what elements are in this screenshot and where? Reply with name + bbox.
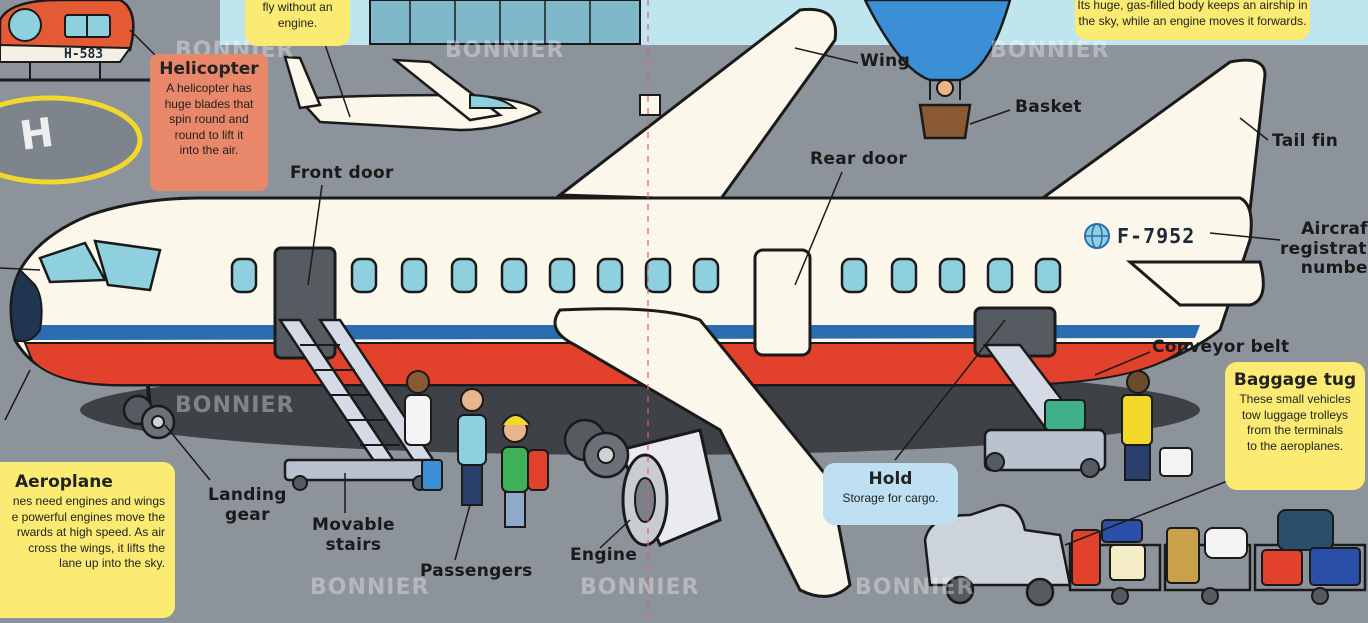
label-passengers: Passengers: [420, 562, 533, 582]
label-movable-stairs: Movable stairs: [312, 516, 395, 555]
label-rear-door: Rear door: [810, 150, 907, 170]
svg-text:H: H: [17, 110, 57, 160]
glider-info-box: fly without an engine.: [245, 0, 350, 46]
hold-info-text: Storage for cargo.: [823, 491, 958, 507]
watermark: BONNIER: [990, 38, 1109, 63]
helicopter-info-text: A helicopter has huge blades that spin r…: [150, 81, 268, 159]
watermark: BONNIER: [445, 38, 564, 63]
watermark: BONNIER: [580, 575, 699, 600]
airship-info-box: Its huge, gas-filled body keeps an airsh…: [1075, 0, 1310, 40]
watermark: BONNIER: [855, 575, 974, 600]
label-landing-gear: Landing gear: [208, 486, 287, 525]
helicopter-info-box: Helicopter A helicopter has huge blades …: [150, 54, 268, 191]
label-conveyor-belt: Conveyor belt: [1152, 338, 1289, 358]
rear-door: [755, 250, 810, 355]
glider-info-text: fly without an engine.: [245, 0, 350, 31]
helicopter-registration: H-583: [64, 47, 103, 62]
airship-info-text: Its huge, gas-filled body keeps an airsh…: [1075, 0, 1310, 29]
helicopter-info-title: Helicopter: [150, 59, 268, 79]
label-registration: Aircraft registration number: [1280, 220, 1368, 279]
label-wing: Wing: [860, 52, 910, 72]
watermark: BONNIER: [310, 575, 429, 600]
aeroplane-info-text: nes need engines and wings e powerful en…: [0, 494, 175, 572]
aeroplane-info-title: Aeroplane: [0, 472, 175, 492]
label-basket: Basket: [1015, 98, 1082, 118]
baggage-tug-info-title: Baggage tug: [1225, 370, 1365, 390]
label-tail-fin: Tail fin: [1272, 132, 1338, 152]
aeroplane-info-box: Aeroplane nes need engines and wings e p…: [0, 462, 175, 618]
hold-info-box: Hold Storage for cargo.: [823, 463, 958, 525]
hold-info-title: Hold: [823, 469, 958, 489]
registration-number: F-7952: [1117, 224, 1195, 248]
watermark: BONNIER: [175, 393, 294, 418]
baggage-tug-info-text: These small vehicles tow luggage trolley…: [1225, 392, 1365, 454]
baggage-tug-info-box: Baggage tug These small vehicles tow lug…: [1225, 362, 1365, 490]
label-front-door: Front door: [290, 164, 394, 184]
engine: [620, 430, 720, 545]
label-engine: Engine: [570, 546, 637, 566]
